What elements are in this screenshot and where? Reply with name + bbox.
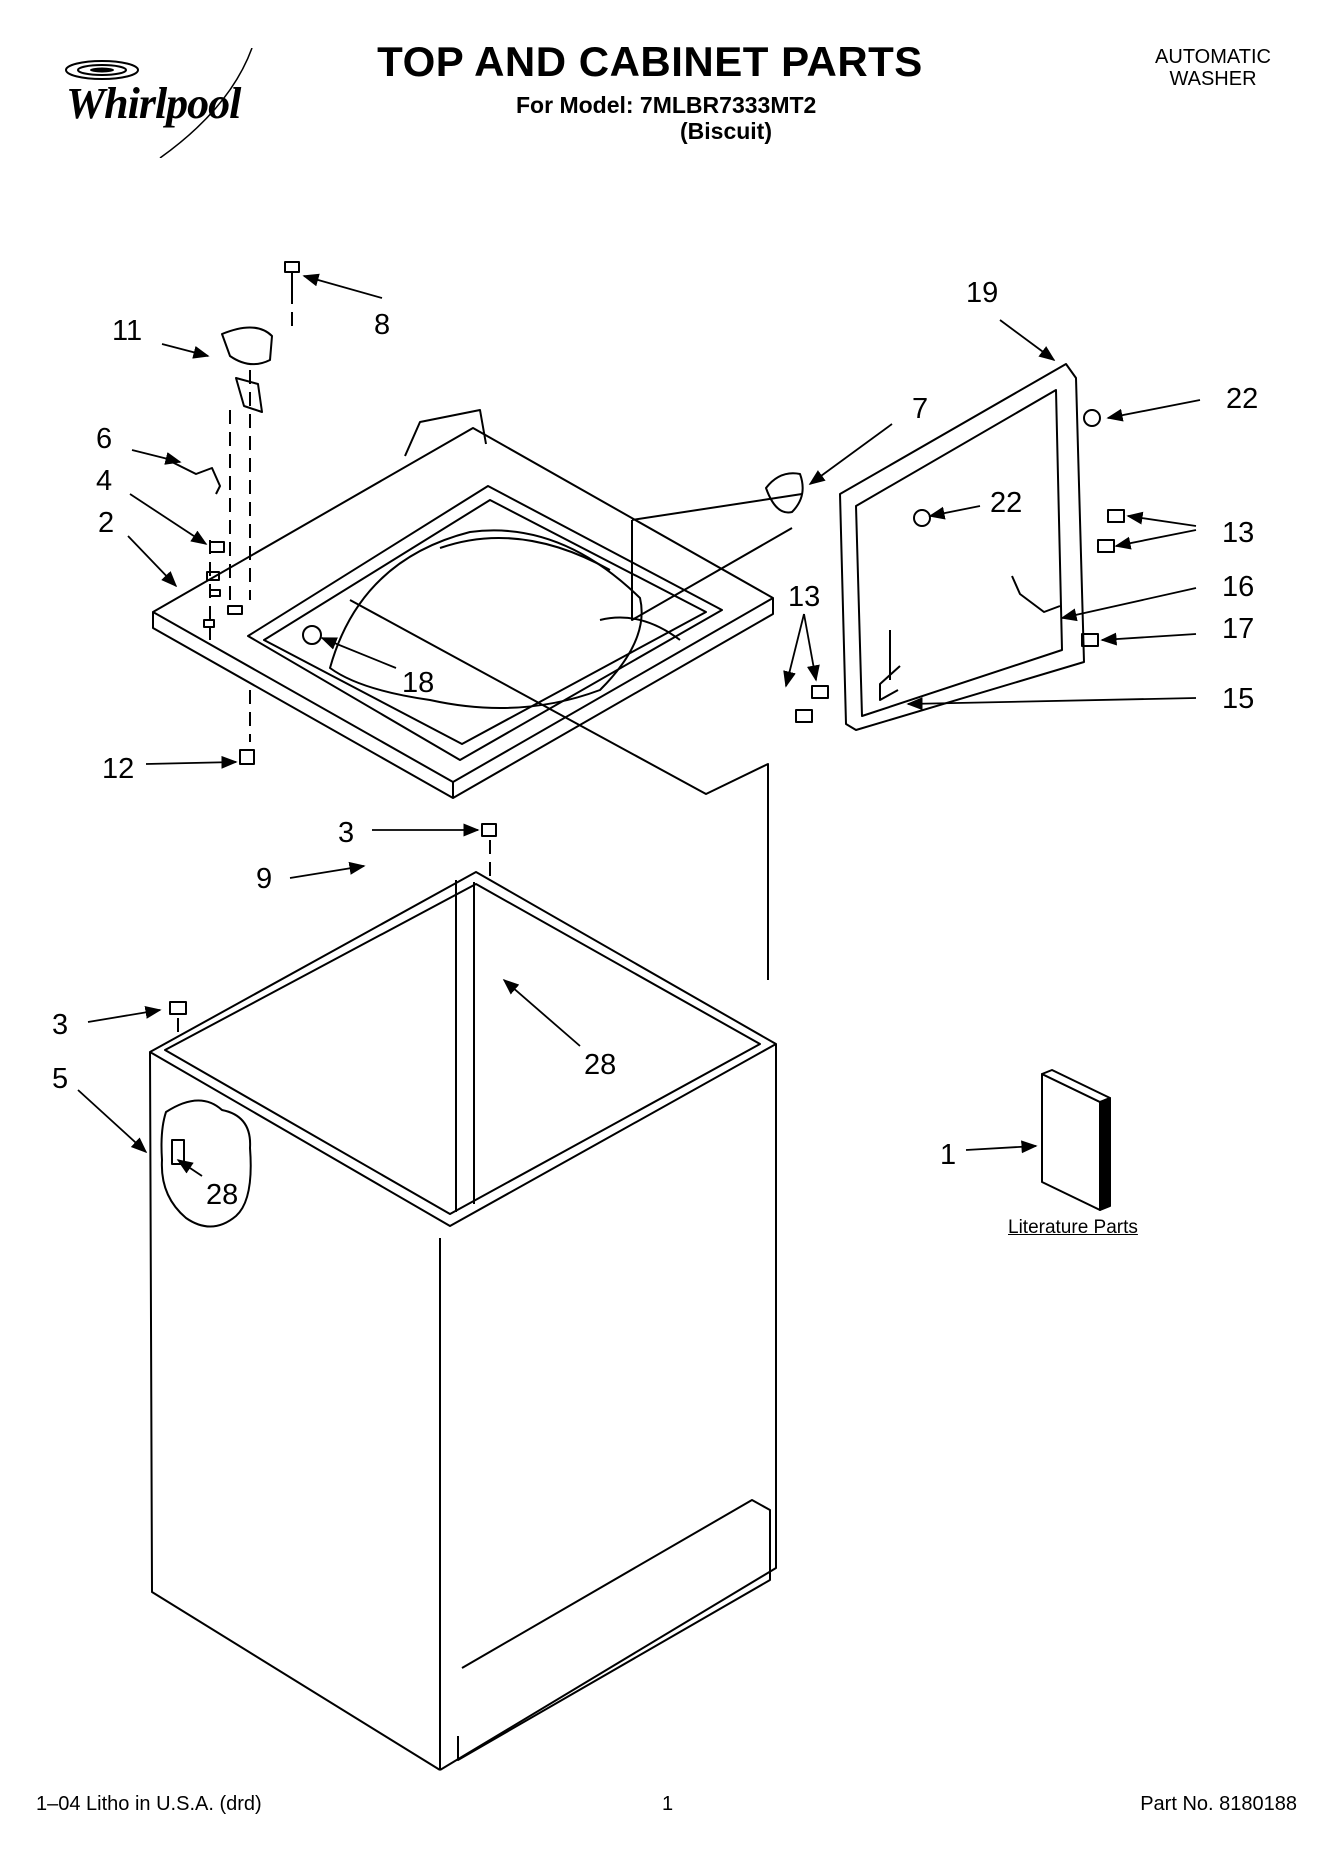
callout-12: 12 (102, 753, 134, 785)
callout-15: 15 (1222, 683, 1254, 715)
literature-parts-label: Literature Parts (1008, 1217, 1138, 1239)
callout-22b: 22 (990, 487, 1022, 519)
callout-5: 5 (52, 1063, 68, 1095)
callout-9: 9 (256, 863, 272, 895)
part-number: Part No. 8180188 (1140, 1793, 1297, 1816)
top-panel (153, 410, 773, 798)
callout-28a: 28 (584, 1049, 616, 1081)
callout-17: 17 (1222, 613, 1254, 645)
console-frame (632, 364, 1124, 730)
cabinet (150, 872, 776, 1770)
callout-1: 1 (940, 1139, 956, 1171)
callout-13a: 13 (1222, 517, 1254, 549)
callout-18: 18 (402, 667, 434, 699)
literature-book (1042, 1070, 1110, 1210)
callout-3b: 3 (52, 1009, 68, 1041)
callout-13b: 13 (788, 581, 820, 613)
callout-16: 16 (1222, 571, 1254, 603)
callout-7: 7 (912, 393, 928, 425)
callout-19: 19 (966, 277, 998, 309)
page-number: 1 (662, 1793, 673, 1816)
callout-22a: 22 (1226, 383, 1258, 415)
callout-28b: 28 (206, 1179, 238, 1211)
callout-8: 8 (374, 309, 390, 341)
callout-4: 4 (96, 465, 112, 497)
callout-2: 2 (98, 507, 114, 539)
footer-print-info: 1–04 Litho in U.S.A. (drd) (36, 1793, 262, 1816)
callout-6: 6 (96, 423, 112, 455)
callout-3a: 3 (338, 817, 354, 849)
callout-11: 11 (112, 315, 142, 347)
